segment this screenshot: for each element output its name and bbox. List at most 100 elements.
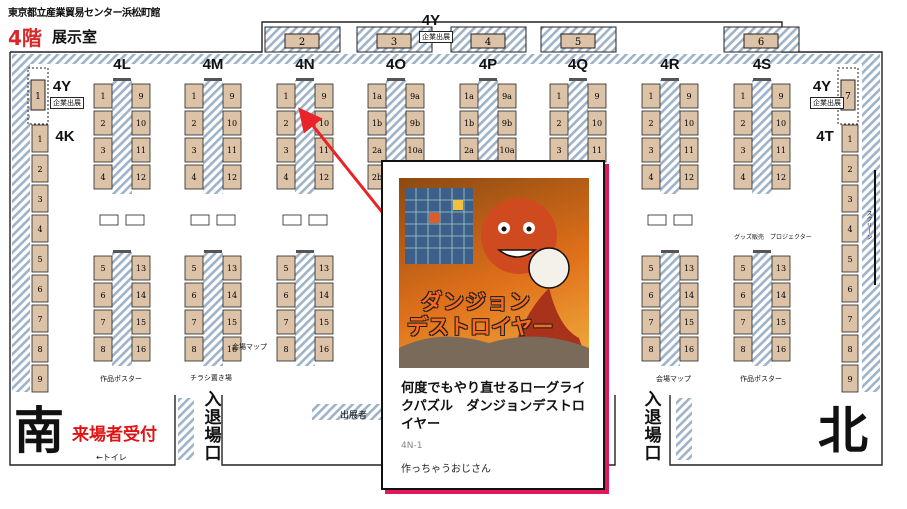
booth-4o-9a[interactable]: 9a	[405, 83, 425, 109]
booth-4m-4[interactable]: 4	[184, 164, 204, 190]
booth-4q-11[interactable]: 11	[587, 137, 607, 163]
booth-4r-9[interactable]: 9	[679, 83, 699, 109]
booth-4m-11[interactable]: 11	[222, 137, 242, 163]
booth-4n-13[interactable]: 13	[314, 255, 334, 281]
booth-4l-4[interactable]: 4	[93, 164, 113, 190]
booth-4l-8[interactable]: 8	[93, 336, 113, 362]
booth-4m-15[interactable]: 15	[222, 309, 242, 335]
booth-4m-14[interactable]: 14	[222, 282, 242, 308]
booth-4s-14[interactable]: 14	[771, 282, 791, 308]
booth-4l-5[interactable]: 5	[93, 255, 113, 281]
booth-4r-12[interactable]: 12	[679, 164, 699, 190]
booth-4s-1[interactable]: 1	[733, 83, 753, 109]
booth-4q-9[interactable]: 9	[587, 83, 607, 109]
booth-4m-2[interactable]: 2	[184, 110, 204, 136]
booth-4o-2a[interactable]: 2a	[367, 137, 387, 163]
booth-4o-1a[interactable]: 1a	[367, 83, 387, 109]
booth-4l-6[interactable]: 6	[93, 282, 113, 308]
booth-4r-8[interactable]: 8	[641, 336, 661, 362]
booth-4l-1[interactable]: 1	[93, 83, 113, 109]
booth-4n-3[interactable]: 3	[276, 137, 296, 163]
booth-4s-11[interactable]: 11	[771, 137, 791, 163]
top-booth-4[interactable]: 4	[450, 26, 527, 53]
booth-4n-1[interactable]: 1	[276, 83, 296, 109]
wall-col-left-booth-6[interactable]: 6	[31, 274, 49, 303]
booth-4s-8[interactable]: 8	[733, 336, 753, 362]
booth-4r-15[interactable]: 15	[679, 309, 699, 335]
wall-col-left-booth-7[interactable]: 7	[31, 304, 49, 333]
booth-4m-7[interactable]: 7	[184, 309, 204, 335]
booth-4p-9b[interactable]: 9b	[497, 110, 517, 136]
booth-4s-9[interactable]: 9	[771, 83, 791, 109]
wall-col-left-booth-3[interactable]: 3	[31, 184, 49, 213]
wall-col-left-booth-9[interactable]: 9	[31, 364, 49, 393]
booth-4l-13[interactable]: 13	[131, 255, 151, 281]
booth-4s-3[interactable]: 3	[733, 137, 753, 163]
booth-4n-9[interactable]: 9	[314, 83, 334, 109]
booth-4p-2a[interactable]: 2a	[459, 137, 479, 163]
side-corp-booth-7[interactable]: 7	[837, 67, 859, 125]
booth-info-card[interactable]: ダンジョン デストロイヤー 何度でもやり直せるローグライクパズル ダンジョンデス…	[381, 160, 605, 490]
wall-col-left-booth-1[interactable]: 1	[31, 124, 49, 153]
booth-4l-11[interactable]: 11	[131, 137, 151, 163]
booth-4q-2[interactable]: 2	[549, 110, 569, 136]
booth-4q-3[interactable]: 3	[549, 137, 569, 163]
wall-col-right-booth-7[interactable]: 7	[841, 304, 859, 333]
booth-4r-5[interactable]: 5	[641, 255, 661, 281]
booth-4m-16[interactable]: 16	[222, 336, 242, 362]
booth-4o-10a[interactable]: 10a	[405, 137, 425, 163]
wall-col-right-booth-8[interactable]: 8	[841, 334, 859, 363]
booth-4m-5[interactable]: 5	[184, 255, 204, 281]
top-booth-6[interactable]: 6	[723, 26, 800, 53]
wall-col-right-booth-5[interactable]: 5	[841, 244, 859, 273]
booth-4r-16[interactable]: 16	[679, 336, 699, 362]
wall-col-right-booth-9[interactable]: 9	[841, 364, 859, 393]
booth-4l-12[interactable]: 12	[131, 164, 151, 190]
booth-4r-6[interactable]: 6	[641, 282, 661, 308]
booth-4l-9[interactable]: 9	[131, 83, 151, 109]
booth-4m-8[interactable]: 8	[184, 336, 204, 362]
booth-4m-13[interactable]: 13	[222, 255, 242, 281]
booth-4l-16[interactable]: 16	[131, 336, 151, 362]
booth-4m-3[interactable]: 3	[184, 137, 204, 163]
booth-4l-14[interactable]: 14	[131, 282, 151, 308]
booth-4q-1[interactable]: 1	[549, 83, 569, 109]
booth-4s-7[interactable]: 7	[733, 309, 753, 335]
booth-4r-2[interactable]: 2	[641, 110, 661, 136]
booth-4s-12[interactable]: 12	[771, 164, 791, 190]
booth-4s-15[interactable]: 15	[771, 309, 791, 335]
booth-4s-5[interactable]: 5	[733, 255, 753, 281]
wall-col-right-booth-4[interactable]: 4	[841, 214, 859, 243]
wall-col-left-booth-2[interactable]: 2	[31, 154, 49, 183]
booth-4m-6[interactable]: 6	[184, 282, 204, 308]
booth-4r-4[interactable]: 4	[641, 164, 661, 190]
booth-4n-7[interactable]: 7	[276, 309, 296, 335]
booth-4o-1b[interactable]: 1b	[367, 110, 387, 136]
booth-4s-10[interactable]: 10	[771, 110, 791, 136]
wall-col-left-booth-5[interactable]: 5	[31, 244, 49, 273]
top-booth-2[interactable]: 2	[264, 26, 341, 53]
booth-4p-1b[interactable]: 1b	[459, 110, 479, 136]
booth-4r-13[interactable]: 13	[679, 255, 699, 281]
booth-4p-1a[interactable]: 1a	[459, 83, 479, 109]
booth-4m-10[interactable]: 10	[222, 110, 242, 136]
booth-4r-14[interactable]: 14	[679, 282, 699, 308]
booth-4m-12[interactable]: 12	[222, 164, 242, 190]
booth-4r-1[interactable]: 1	[641, 83, 661, 109]
booth-4p-10a[interactable]: 10a	[497, 137, 517, 163]
booth-4m-9[interactable]: 9	[222, 83, 242, 109]
top-booth-3[interactable]: 3	[356, 26, 433, 53]
wall-col-right-booth-1[interactable]: 1	[841, 124, 859, 153]
booth-4n-6[interactable]: 6	[276, 282, 296, 308]
wall-col-left-booth-4[interactable]: 4	[31, 214, 49, 243]
game-title[interactable]: 何度でもやり直せるローグライクパズル ダンジョンデストロイヤー	[401, 381, 586, 432]
side-corp-booth-1[interactable]: 1	[27, 67, 49, 125]
booth-4r-10[interactable]: 10	[679, 110, 699, 136]
wall-col-right-booth-3[interactable]: 3	[841, 184, 859, 213]
booth-4l-10[interactable]: 10	[131, 110, 151, 136]
booth-4n-16[interactable]: 16	[314, 336, 334, 362]
booth-4n-14[interactable]: 14	[314, 282, 334, 308]
game-thumbnail[interactable]: ダンジョン デストロイヤー	[399, 178, 589, 368]
booth-4l-7[interactable]: 7	[93, 309, 113, 335]
wall-col-left-booth-8[interactable]: 8	[31, 334, 49, 363]
